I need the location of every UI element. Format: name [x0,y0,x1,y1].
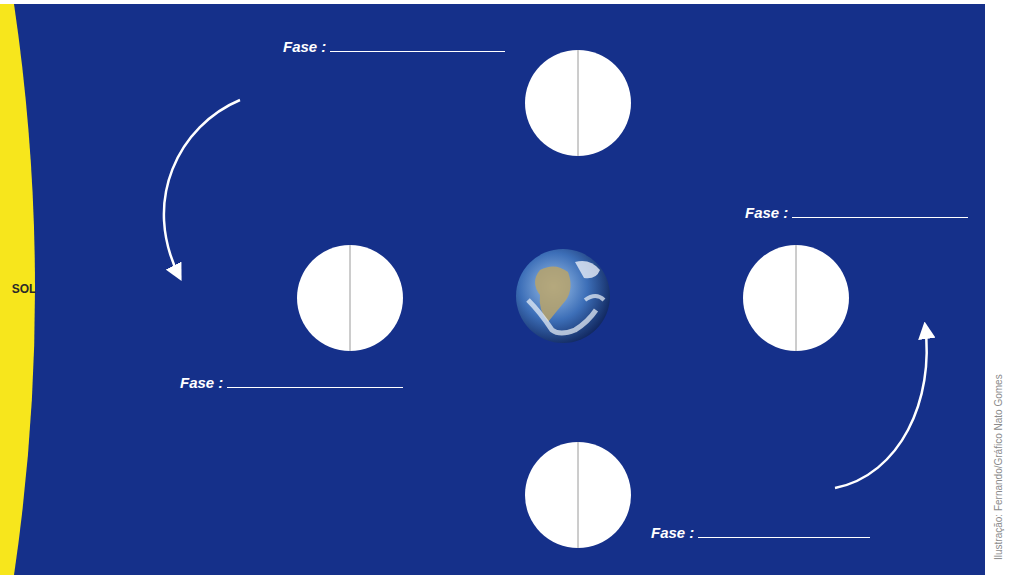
earth [516,249,610,343]
moon-circle: Fase : [297,245,403,351]
moon-disc [525,50,631,156]
moon-circle: Fase : [525,50,631,156]
moon-disc [525,442,631,548]
orbit-arrow [164,100,240,278]
moon-shape [525,50,631,156]
space-background [0,4,985,575]
terminator-line [578,50,579,156]
terminator-line [578,442,579,548]
sun-label: SOL [0,282,48,296]
moon-shape [743,245,849,351]
moon-circle: Fase : [743,245,849,351]
moon-disc [297,245,403,351]
answer-blank [698,537,870,538]
answer-blank [330,51,505,52]
sun-band: SOL [0,4,48,575]
moon-shape [297,245,403,351]
terminator-line [796,245,797,351]
terminator-line [350,245,351,351]
phase-field: Fase : [651,524,870,542]
moon-disc [743,245,849,351]
moon-circle: Fase : [525,442,631,548]
phase-label: Fase : [283,38,326,55]
phase-label: Fase : [180,374,223,391]
moon-shape [525,442,631,548]
phase-field: Fase : [180,374,403,392]
phase-label: Fase : [651,524,694,541]
answer-blank [227,387,403,388]
phase-label: Fase : [745,204,788,221]
phase-field: Fase : [745,204,968,222]
illustration-credit: Ilustração: Fernando/Gráfico Nato Gomes [993,374,1004,560]
phase-field: Fase : [283,38,505,56]
answer-blank [792,217,968,218]
orbit-arrow [835,325,927,488]
